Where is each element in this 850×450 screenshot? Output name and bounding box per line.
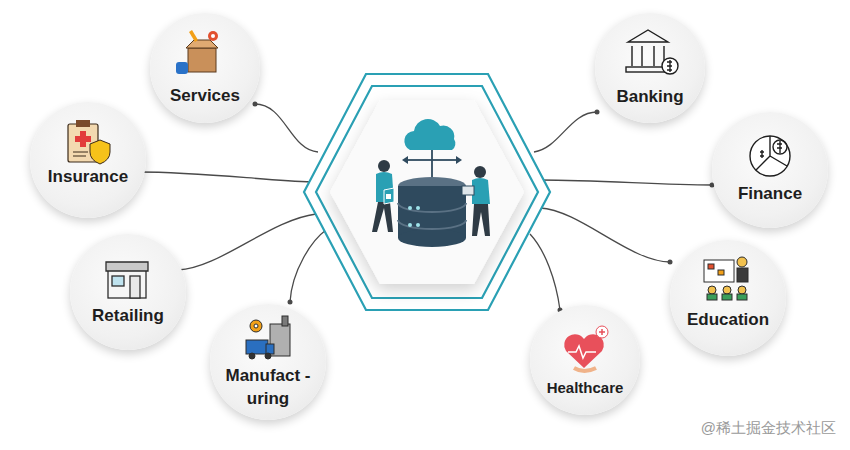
sector-circle: Healthcare bbox=[530, 305, 640, 415]
central-hexagon bbox=[304, 74, 550, 310]
banking-icon bbox=[626, 30, 678, 74]
sector-label: Retailing bbox=[92, 305, 164, 328]
cloud-database-illustration bbox=[372, 119, 490, 247]
sector-label: Education bbox=[687, 309, 769, 332]
sector-label: Insurance bbox=[48, 166, 128, 189]
sector-circle: Insurance bbox=[30, 102, 146, 218]
manufacturing-icon bbox=[246, 316, 290, 359]
sector-circle: Manufact -uring bbox=[210, 304, 326, 420]
sector-circle: Banking bbox=[595, 13, 705, 123]
services-icon bbox=[176, 30, 218, 74]
sector-label: Services bbox=[170, 85, 240, 108]
sector-label: Banking bbox=[616, 86, 683, 109]
sector-label: Manufact -uring bbox=[222, 365, 314, 411]
education-icon bbox=[704, 257, 748, 300]
insurance-icon bbox=[68, 120, 110, 164]
sector-label: Finance bbox=[738, 183, 802, 206]
sector-circle: Finance bbox=[712, 112, 828, 228]
sector-circle: Retailing bbox=[70, 234, 186, 350]
healthcare-icon bbox=[564, 326, 608, 371]
sector-circle: Education bbox=[670, 240, 786, 356]
watermark: @稀土掘金技术社区 bbox=[701, 419, 836, 438]
retailing-icon bbox=[106, 262, 148, 298]
sector-circle: Services bbox=[150, 13, 260, 123]
sector-label: Healthcare bbox=[547, 378, 624, 398]
finance-icon bbox=[750, 136, 790, 176]
